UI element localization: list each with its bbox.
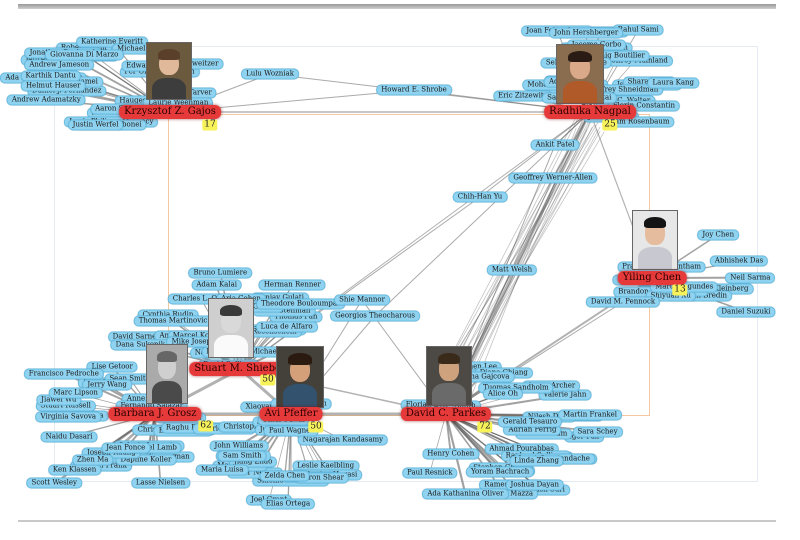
coauthor-edge: [445, 413, 501, 473]
author-photo: [146, 344, 188, 404]
author-node[interactable]: Martin Frankel: [557, 409, 622, 421]
hub-author-node[interactable]: Stuart M. Shieber: [189, 362, 291, 376]
author-node[interactable]: Yoram Bachrach: [465, 466, 535, 478]
author-node[interactable]: Joy Chen: [697, 229, 740, 241]
author-node[interactable]: Maria Luisa: [195, 464, 249, 476]
hub-author-node[interactable]: Krzysztof Z. Gajos: [119, 105, 221, 119]
author-node[interactable]: Neil Sarma: [725, 272, 776, 284]
hub-author-node[interactable]: Barbara J. Grosz: [108, 407, 202, 421]
author-node[interactable]: Lise Getoor: [86, 361, 138, 373]
author-node[interactable]: Henry Cohen: [422, 448, 480, 460]
coauthor-count-badge: 50: [260, 374, 276, 386]
author-node[interactable]: Scott Wesley: [26, 477, 83, 489]
author-node[interactable]: Andrew Jameson: [24, 59, 95, 71]
author-node[interactable]: Jerry Wang: [82, 379, 132, 391]
connector-author-node[interactable]: Georgios Theocharous: [330, 310, 420, 322]
hub-author-node[interactable]: Yiling Chen: [617, 271, 687, 285]
author-node[interactable]: Ken Klassen: [47, 464, 102, 476]
connector-author-node[interactable]: David M. Pennock: [585, 296, 661, 308]
author-node[interactable]: Zhen Ma: [71, 454, 114, 466]
author-node[interactable]: Giovanna Di Marzo: [45, 49, 124, 61]
coauthor-edge: [454, 129, 588, 394]
coauthor-edge: [461, 126, 593, 393]
author-photo: [146, 42, 192, 100]
coauthor-count-badge: 50: [308, 421, 324, 433]
coauthor-count-badge: 17: [202, 119, 218, 131]
hub-author-node[interactable]: David C. Parkes: [400, 407, 492, 421]
connector-author-node[interactable]: Geoffrey Werner-Allen: [508, 172, 598, 184]
connector-author-node[interactable]: Chih-Han Yu: [452, 191, 508, 203]
author-node[interactable]: Linda Zhang: [509, 455, 564, 467]
author-node[interactable]: Daniel Suzuki: [716, 306, 776, 318]
connector-author-node[interactable]: Shie Mannor: [334, 294, 390, 306]
author-node[interactable]: Sam Smith: [217, 450, 267, 462]
coauthor-edge: [479, 111, 591, 198]
author-node[interactable]: Jean Ponce: [101, 442, 151, 454]
author-photo: [632, 210, 678, 270]
connector-author-node[interactable]: Ankit Patel: [530, 139, 580, 151]
author-node[interactable]: Andrew Adamatzky: [6, 94, 86, 106]
author-node[interactable]: Gerald Tesauro: [497, 416, 563, 428]
coauthor-count-badge: 72: [477, 421, 493, 433]
coauthor-edge: [453, 113, 586, 409]
author-node[interactable]: Abhishek Das: [709, 255, 769, 267]
author-node[interactable]: Daphne Koller: [115, 454, 177, 465]
author-node[interactable]: Helmut Hauser: [20, 80, 86, 92]
author-node[interactable]: Thomas Martinovic: [133, 315, 213, 327]
author-node[interactable]: Elias Ortega: [260, 498, 316, 510]
coauthor-edge: [445, 301, 624, 415]
author-node[interactable]: Karthik Dantu: [20, 70, 81, 82]
author-node[interactable]: Zelda Chen: [259, 470, 311, 482]
coauthor-count-badge: 62: [198, 420, 214, 432]
author-photo: [426, 346, 472, 406]
author-node[interactable]: Herman Renner: [258, 279, 326, 291]
author-node[interactable]: Francisco Pedroche: [23, 368, 104, 380]
coauthor-count-badge: 13: [672, 284, 688, 296]
bottom-divider: [18, 520, 776, 522]
author-node[interactable]: Adam Kalai: [191, 279, 243, 291]
hub-author-node[interactable]: Avi Pfeffer: [259, 407, 323, 421]
author-node[interactable]: Laura Kang: [647, 77, 699, 89]
coauthor-edge: [453, 126, 601, 397]
coauthor-edge: [429, 413, 447, 473]
author-node[interactable]: Theodore Bouloumpas: [255, 298, 346, 310]
top-divider: [18, 4, 776, 9]
author-node[interactable]: John Hershberger: [549, 27, 624, 39]
coauthor-edge: [511, 111, 591, 271]
author-node[interactable]: Ada Kathanina Oliver: [422, 488, 509, 500]
author-node[interactable]: Alice Oh: [482, 388, 523, 400]
hub-author-node[interactable]: Radhika Nagpal: [544, 105, 636, 119]
coauthor-edge: [458, 117, 593, 392]
author-node[interactable]: Nagarajan Kandasamy: [297, 434, 389, 446]
coauthor-edge: [239, 196, 481, 370]
author-node[interactable]: Luca de Alfaro: [255, 321, 318, 333]
author-node[interactable]: Marc Lipson: [48, 387, 103, 399]
author-photo: [556, 44, 604, 104]
author-photo: [208, 298, 254, 358]
coauthor-edge: [462, 114, 595, 399]
author-node[interactable]: Bruno Lumiere: [188, 267, 253, 279]
connector-author-node[interactable]: Lulu Wozniak: [241, 68, 299, 80]
author-photo: [276, 346, 324, 408]
author-node[interactable]: Justin Werfel: [67, 119, 124, 131]
author-node[interactable]: Virginia Savova: [35, 411, 102, 423]
author-node[interactable]: Naidu Dasari: [40, 431, 98, 442]
connector-author-node[interactable]: Matt Welsh: [486, 264, 538, 276]
connector-author-node[interactable]: Howard E. Shrobe: [376, 84, 452, 96]
author-node[interactable]: Sara Schey: [572, 426, 623, 438]
author-node[interactable]: Joshua Dayan: [505, 479, 564, 491]
author-node[interactable]: Paul Resnick: [402, 467, 458, 479]
author-node[interactable]: Lasse Nielsen: [130, 477, 191, 489]
coauthor-count-badge: 25: [602, 119, 618, 131]
